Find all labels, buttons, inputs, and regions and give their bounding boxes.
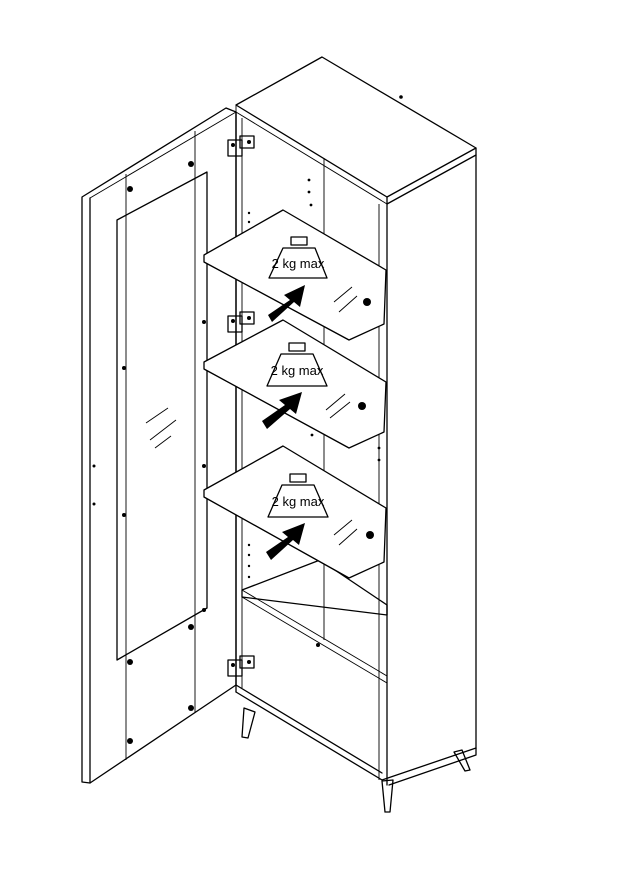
- shelf-pin-holes: [247, 178, 381, 647]
- glass-shelf: 2 kg max: [203, 319, 387, 449]
- arrow-icon: [266, 523, 305, 560]
- arrow-icon: [268, 285, 305, 322]
- cabinet-door: [81, 107, 237, 784]
- hinge-icon: [227, 655, 255, 677]
- arrow-icon: [262, 392, 302, 429]
- weight-icon: 2 kg max: [266, 342, 328, 387]
- weight-icon: 2 kg max: [268, 236, 328, 279]
- hinge-icon: [227, 135, 255, 157]
- weight-limit-label: 2 kg max: [272, 494, 325, 509]
- weight-limit-label: 2 kg max: [272, 256, 325, 271]
- glass-shelf: 2 kg max: [203, 445, 387, 579]
- hinge-icon: [227, 311, 255, 333]
- weight-limit-label: 2 kg max: [271, 363, 324, 378]
- weight-icon: 2 kg max: [267, 473, 329, 518]
- door-glass-panel: [116, 171, 208, 661]
- glass-shelf: 2 kg max: [203, 209, 387, 341]
